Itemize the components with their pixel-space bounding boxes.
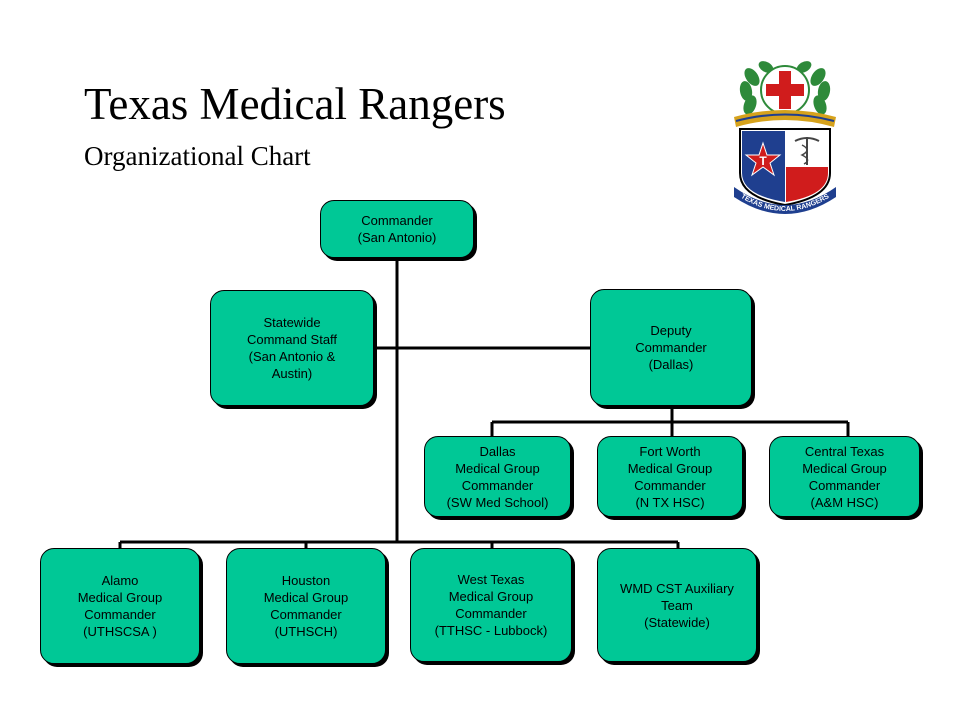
page-subtitle: Organizational Chart [84, 141, 311, 171]
node-westtexas-label: West Texas Medical Group Commander (TTHS… [434, 572, 548, 638]
node-central-texas-group: Central Texas Medical Group Commander (A… [769, 436, 920, 517]
page-title: Texas Medical Rangers [84, 79, 506, 129]
node-dallas-group: Dallas Medical Group Commander (SW Med S… [424, 436, 571, 517]
node-statewide-command-staff: Statewide Command Staff (San Antonio & A… [210, 290, 374, 406]
node-west-texas-group: West Texas Medical Group Commander (TTHS… [410, 548, 572, 662]
node-staff-label: Statewide Command Staff (San Antonio & A… [246, 315, 338, 381]
node-alamo-group: Alamo Medical Group Commander (UTHSCSA ) [40, 548, 200, 664]
node-central-label: Central Texas Medical Group Commander (A… [802, 443, 887, 510]
texas-medical-rangers-seal-icon: T TEXAS MEDICAL RANGERS [734, 61, 836, 214]
node-fortworth-group: Fort Worth Medical Group Commander (N TX… [597, 436, 743, 517]
node-deputy-commander: Deputy Commander (Dallas) [590, 289, 752, 406]
node-houston-group: Houston Medical Group Commander (UTHSCH) [226, 548, 386, 664]
node-houston-label: Houston Medical Group Commander (UTHSCH) [263, 573, 349, 639]
node-alamo-label: Alamo Medical Group Commander (UTHSCSA ) [77, 573, 163, 639]
node-dallas-label: Dallas Medical Group Commander (SW Med S… [446, 443, 549, 510]
node-commander: Commander (San Antonio) [320, 200, 474, 258]
node-wmd-cst-team: WMD CST Auxiliary Team (Statewide) [597, 548, 757, 662]
node-commander-label: Commander (San Antonio) [357, 213, 437, 245]
seal-star-letter: T [759, 154, 767, 168]
node-wmd-label: WMD CST Auxiliary Team (Statewide) [620, 580, 734, 630]
node-deputy-label: Deputy Commander (Dallas) [635, 323, 707, 372]
node-fortworth-label: Fort Worth Medical Group Commander (N TX… [627, 443, 713, 510]
